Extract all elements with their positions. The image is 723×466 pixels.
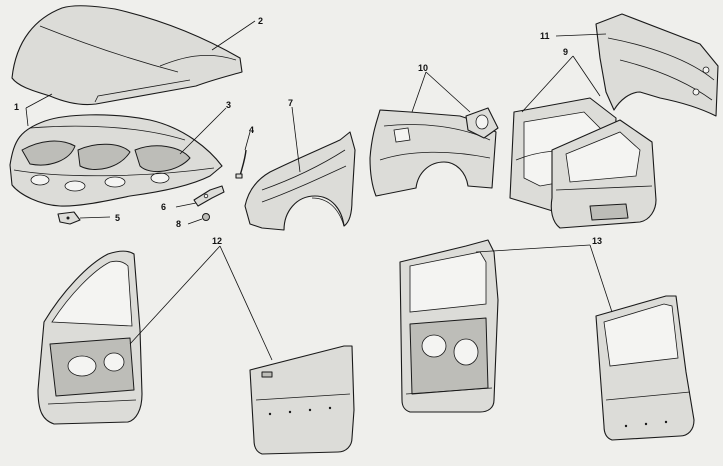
callout-7: 7: [288, 98, 293, 108]
hood-stay-rod: [235, 149, 247, 179]
tailgate: [550, 119, 657, 229]
callout-2: 2: [258, 16, 263, 26]
callout-10: 10: [418, 63, 428, 73]
callout-9: 9: [563, 47, 568, 57]
leader-lines: [25, 20, 613, 361]
bolt: [202, 213, 210, 221]
front-door-inner: [37, 250, 143, 425]
sliding-door-outer: [595, 295, 695, 441]
hood-inner-panel: [9, 114, 223, 207]
front-door-outer: [249, 345, 355, 455]
callout-5: 5: [115, 213, 120, 223]
rear-quarter-panel: [369, 109, 497, 197]
callout-11: 11: [540, 31, 550, 41]
hood-hinge: [193, 185, 225, 207]
callout-12: 12: [212, 236, 222, 246]
hood-lock: [57, 211, 81, 225]
callout-1: 1: [14, 102, 19, 112]
side-outer-panel: [595, 13, 719, 117]
callout-3: 3: [226, 100, 231, 110]
callout-8: 8: [176, 219, 181, 229]
callout-6: 6: [161, 202, 166, 212]
front-fender: [244, 131, 356, 231]
callout-4: 4: [249, 125, 254, 135]
callout-13: 13: [592, 236, 602, 246]
sliding-door-inner: [399, 239, 499, 413]
callout-labels: 1 2 3 4 5 6 7 8 9 10 11 12 13: [14, 16, 602, 246]
fuel-filler-door: [465, 107, 499, 139]
hood-outer-panel: [11, 5, 243, 106]
